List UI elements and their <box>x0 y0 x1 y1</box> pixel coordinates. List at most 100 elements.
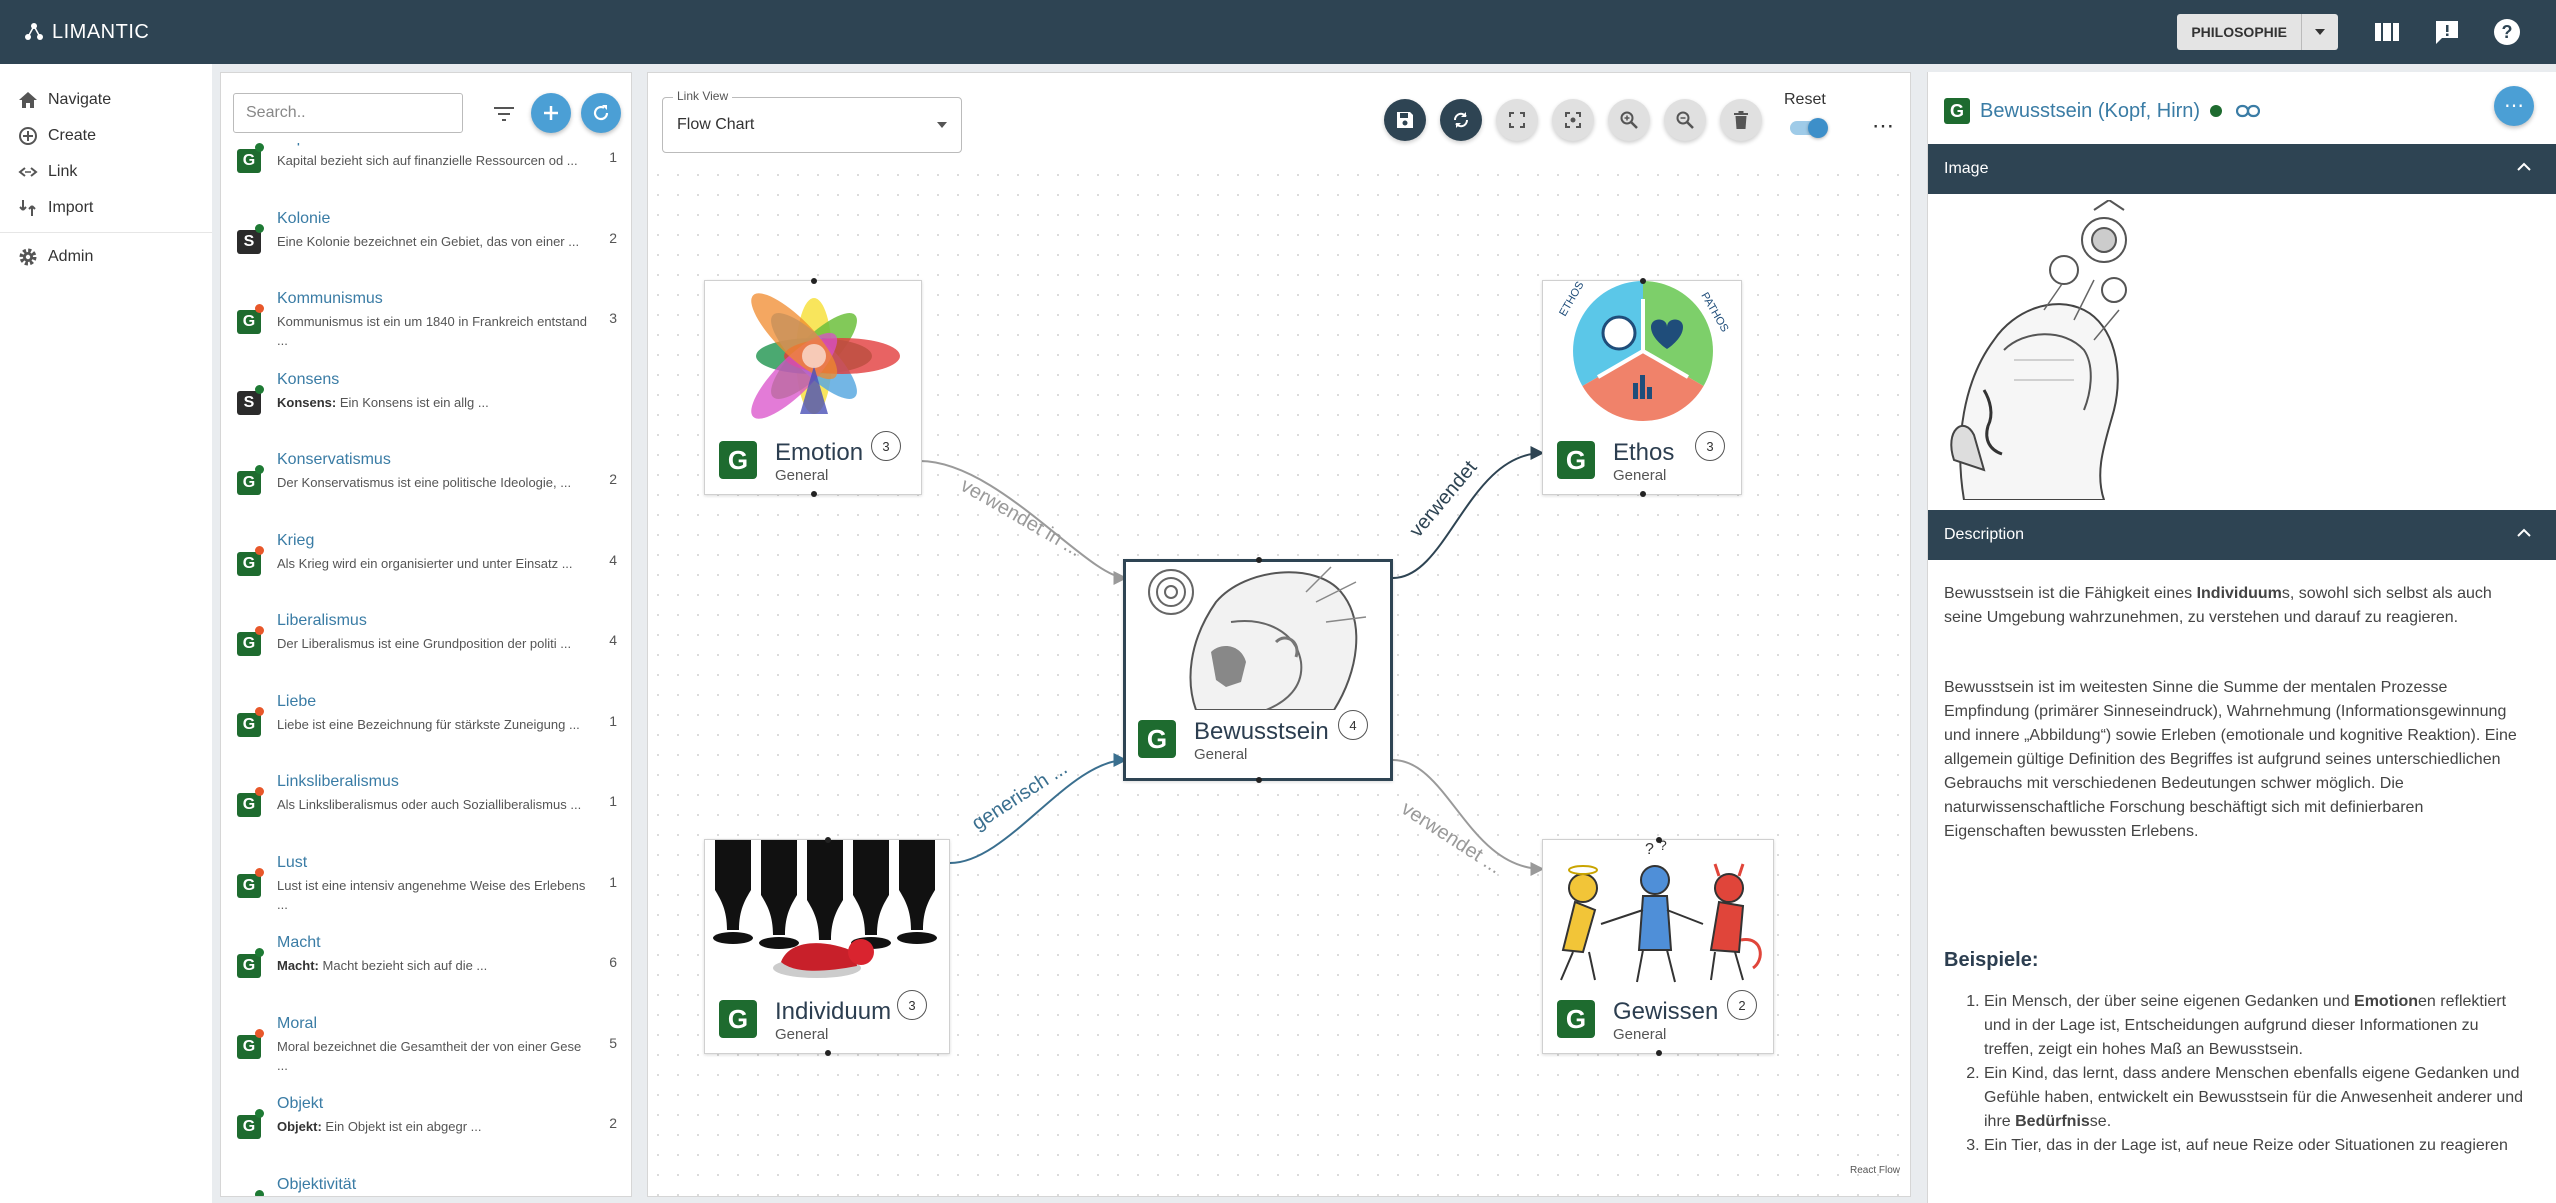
node-handle[interactable] <box>825 837 831 843</box>
entity-link-emotion[interactable]: Emotion <box>2354 993 2419 1010</box>
reset-toggle[interactable] <box>1790 118 1828 138</box>
list-item-title[interactable]: Kommunismus <box>277 290 383 307</box>
save-button[interactable] <box>1384 99 1426 141</box>
detail-more-button[interactable]: ⋯ <box>2494 86 2534 126</box>
fullscreen-button[interactable] <box>1496 99 1538 141</box>
link-view-select[interactable]: Link View Flow Chart <box>662 89 962 153</box>
fit-view-button[interactable] <box>1552 99 1594 141</box>
node-handle[interactable] <box>811 491 817 497</box>
node-emotion[interactable]: G Emotion General 3 <box>704 278 922 497</box>
node-handle[interactable] <box>1256 777 1262 783</box>
entity-link-individuum[interactable]: Individuum <box>2196 585 2282 602</box>
zoom-out-button[interactable] <box>1664 99 1706 141</box>
list-item[interactable]: GKapitalKapital bezieht sich auf finanzi… <box>221 143 631 207</box>
node-handle[interactable] <box>811 278 817 284</box>
list-item-description: Konsens: Ein Konsens ist ein allg ... <box>277 394 489 410</box>
pawns-image <box>705 840 949 990</box>
refresh-icon <box>593 105 609 121</box>
link-icon[interactable] <box>2236 104 2261 118</box>
general-badge: G <box>1557 1000 1595 1038</box>
examples-heading: Beispiele: <box>1944 949 2039 971</box>
nav-navigate[interactable]: Navigate <box>0 82 212 118</box>
list-item-title[interactable]: Macht <box>277 934 321 951</box>
list-item-title[interactable]: Liebe <box>277 692 317 710</box>
zoom-in-button[interactable] <box>1608 99 1650 141</box>
image-section-header[interactable]: Image <box>1928 144 2556 194</box>
description-body: Bewusstsein ist die Fähigkeit eines Indi… <box>1944 582 2524 1158</box>
detail-title[interactable]: Bewusstsein (Kopf, Hirn) <box>1980 99 2201 122</box>
nav-link[interactable]: Link <box>0 154 212 190</box>
library-icon[interactable] <box>2364 9 2410 55</box>
list-item-title[interactable]: Objekt <box>277 1095 324 1112</box>
node-handle[interactable] <box>1656 1050 1662 1056</box>
nav-import[interactable]: Import <box>0 190 212 226</box>
feedback-icon[interactable] <box>2424 9 2470 55</box>
list-item-title[interactable]: Objektivität <box>277 1175 357 1193</box>
node-handle[interactable] <box>825 1050 831 1056</box>
list-item[interactable]: GObjektivitätObjektivität bezieht sich a… <box>221 1174 631 1196</box>
edge-individuum-bewusstsein <box>949 753 1128 864</box>
nav-admin[interactable]: Admin <box>0 239 212 275</box>
list-item-title[interactable]: Konservatismus <box>277 451 391 468</box>
react-flow-attribution[interactable]: React Flow <box>1849 1165 1900 1176</box>
list-item-title[interactable]: Liberalismus <box>277 612 367 629</box>
list-item-title[interactable]: Krieg <box>277 531 315 549</box>
description-section-header[interactable]: Description <box>1928 510 2556 560</box>
node-bewusstsein[interactable]: G Bewusstsein General 4 <box>1123 557 1393 783</box>
list-item-description: Lust ist eine intensiv angenehme Weise d… <box>277 877 586 912</box>
help-icon[interactable]: ? <box>2484 9 2530 55</box>
node-handle[interactable] <box>1640 278 1646 284</box>
list-item-title[interactable]: Konsens <box>277 370 340 388</box>
node-handle[interactable] <box>1256 557 1262 563</box>
section-title: Image <box>1944 160 1989 177</box>
list-item-count: 1 <box>609 793 617 809</box>
delete-button[interactable] <box>1720 99 1762 141</box>
top-bar: LIMANTIC PHILOSOPHIE ? <box>0 0 2556 64</box>
list-item-description: Als Krieg wird ein organisierter und unt… <box>277 555 573 571</box>
type-badge: G <box>237 873 261 898</box>
type-badge: G <box>237 632 261 656</box>
list-item-count: 1 <box>609 873 617 890</box>
node-ethos[interactable]: ETHOS PATHOS G Ethos General 3 <box>1542 278 1742 497</box>
list-item-title[interactable]: Kapital <box>277 143 326 147</box>
nav-create[interactable]: Create <box>0 118 212 154</box>
list-item-title[interactable]: Moral <box>277 1014 318 1032</box>
node-handle[interactable] <box>1656 837 1662 843</box>
node-type: General <box>1613 1026 1667 1043</box>
type-badge: G <box>237 793 261 817</box>
more-options-icon[interactable]: ⋯ <box>1872 113 1894 138</box>
chevron-down-icon[interactable] <box>2302 14 2338 50</box>
workspace-selector[interactable]: PHILOSOPHIE <box>2177 14 2338 50</box>
entity-link-beduerfnis[interactable]: Bedürfnis <box>2015 1113 2090 1130</box>
add-button[interactable] <box>531 93 571 133</box>
node-type: General <box>1194 746 1248 763</box>
list-item-description: Eine Kolonie bezeichnet ein Gebiet, das … <box>277 233 580 249</box>
sync-button[interactable] <box>1440 99 1482 141</box>
flow-canvas[interactable]: Link View Flow Chart Reset ⋯ verwendet i… <box>647 72 1911 1197</box>
filter-icon[interactable] <box>489 99 519 129</box>
entity-list[interactable]: GKapitalKapital bezieht sich auf finanzi… <box>221 143 631 1196</box>
node-gewissen[interactable]: ? ? G Gewissen General 2 <box>1542 837 1774 1056</box>
app-logo[interactable]: LIMANTIC <box>24 21 149 44</box>
zoom-out-icon <box>1676 111 1694 129</box>
refresh-button[interactable] <box>581 93 621 133</box>
list-item-title[interactable]: Kolonie <box>277 209 331 227</box>
node-handle[interactable] <box>1640 491 1646 497</box>
search-input[interactable]: Search.. <box>233 93 463 133</box>
list-item-title[interactable]: Lust <box>277 853 308 871</box>
list-item-title[interactable]: Linksliberalismus <box>277 773 399 790</box>
status-dot <box>2210 105 2223 117</box>
node-individuum[interactable]: G Individuum General 3 <box>704 837 950 1056</box>
